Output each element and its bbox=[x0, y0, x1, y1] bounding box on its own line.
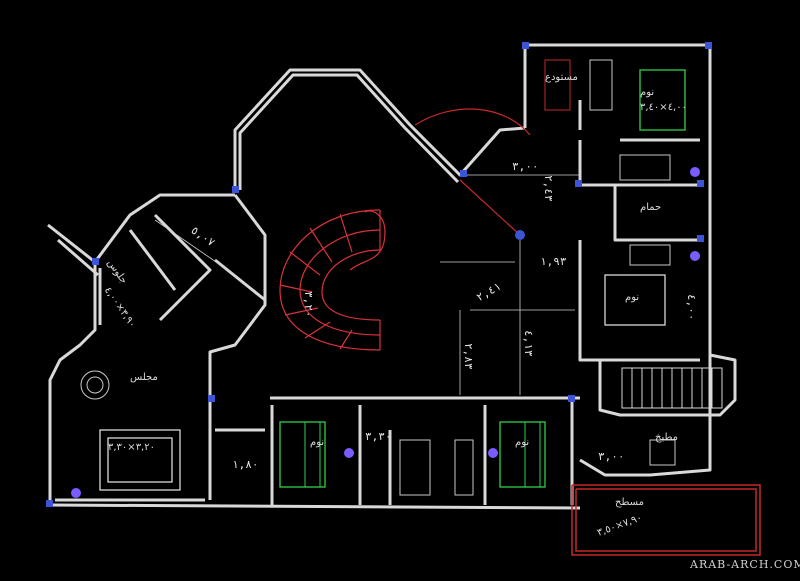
dim-text-7: ١,٨٠ bbox=[232, 458, 259, 471]
room-label-majlis: مجلس bbox=[130, 372, 158, 383]
walls bbox=[47, 43, 737, 510]
dim-text-6: ٣,٢٠ bbox=[302, 291, 315, 318]
room-label-bedroom-4: نوم bbox=[515, 437, 529, 448]
dim-text-2: ٢,٤٣ bbox=[542, 175, 555, 202]
plant-icon bbox=[71, 167, 700, 498]
room-label-bedroom-1: نوم bbox=[640, 87, 654, 98]
room-size-2: ٤,٠٠×٣,٤٠ bbox=[640, 102, 687, 113]
red-diagonal bbox=[459, 179, 521, 236]
furniture bbox=[80, 59, 676, 496]
column-icon bbox=[46, 42, 712, 507]
room-label-kitchen: مطبخ bbox=[655, 432, 678, 443]
dim-text-3: ١,٩٣ bbox=[540, 255, 567, 268]
dimension-lines bbox=[154, 174, 580, 395]
dim-text-4: ٤,١٣ bbox=[522, 330, 535, 357]
room-size-1: ٣,٢٠×٣,٣٠ bbox=[108, 442, 155, 453]
room-label-terrace: مسطح bbox=[615, 497, 644, 508]
dim-text-12: ٣,٠٠ bbox=[512, 160, 539, 173]
bed-icon bbox=[99, 69, 686, 491]
dim-text-10: ٤,٠٠ bbox=[685, 294, 698, 321]
watermark: ARAB-ARCH.COM bbox=[689, 558, 800, 571]
room-label-bedroom-3: نوم bbox=[310, 437, 324, 448]
room-label-store: مستودع bbox=[545, 72, 578, 83]
terrace-outline bbox=[571, 484, 761, 556]
door-swing-icon bbox=[414, 108, 531, 136]
dim-text-9: ٣,٣٠ bbox=[365, 430, 392, 443]
dim-text-8: ٣,٠٠ bbox=[598, 450, 625, 463]
stair-icon bbox=[621, 367, 723, 409]
room-label-bedroom-2: نوم bbox=[625, 292, 639, 303]
room-label-bath: حمام bbox=[640, 202, 661, 213]
dim-text-5: ٢,٨٣ bbox=[462, 343, 475, 370]
spiral-stair bbox=[279, 209, 386, 351]
